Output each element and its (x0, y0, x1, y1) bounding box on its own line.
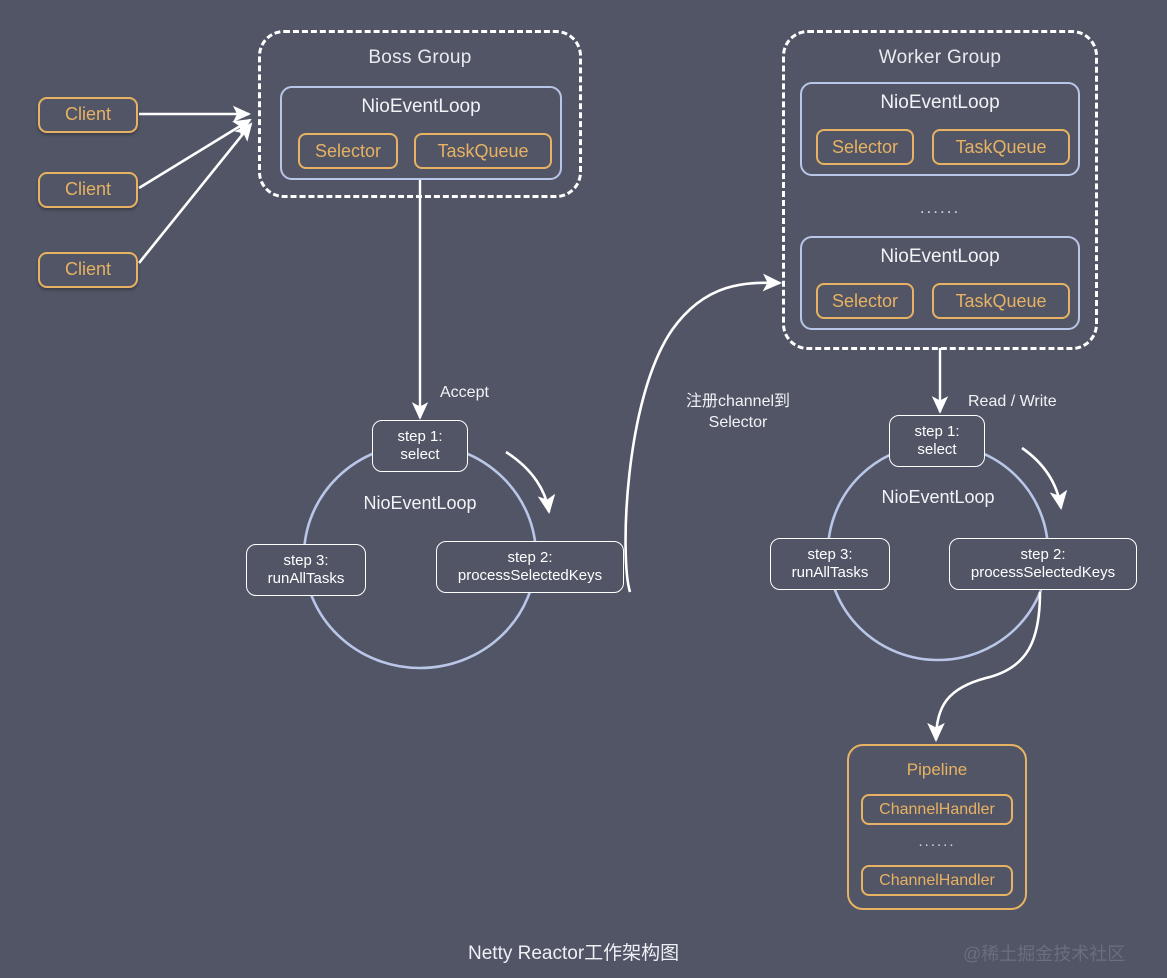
boss-step-2-box[interactable]: step 2: processSelectedKeys (436, 541, 624, 593)
boss-taskqueue-label: TaskQueue (437, 140, 529, 161)
client-label: Client (64, 179, 112, 200)
pipeline-title: Pipeline (906, 760, 968, 779)
worker-selector-label: Selector (831, 136, 899, 157)
accept-label: Accept (440, 383, 550, 404)
boss-step-3-line1: step 3: (283, 552, 329, 570)
boss-step-1-box[interactable]: step 1: select (372, 420, 468, 472)
boss-selector-label: Selector (314, 140, 382, 161)
boss-step-3-box[interactable]: step 3: runAllTasks (246, 544, 366, 596)
boss-event-loop-title: NioEventLoop (361, 96, 481, 117)
client-label: Client (64, 259, 112, 280)
worker-step-3-line1: step 3: (807, 546, 853, 564)
worker-step-1-box[interactable]: step 1: select (889, 415, 985, 467)
worker-selector-label: Selector (831, 290, 899, 311)
worker-group-ellipsis-label: ...... (919, 198, 961, 217)
client-label: Client (64, 104, 112, 125)
read-write-label: Read / Write (968, 392, 1118, 413)
worker-step-3-line2: runAllTasks (791, 564, 869, 581)
pipeline-ellipsis-label: ...... (918, 833, 956, 850)
worker-step-1-line2: select (917, 441, 957, 458)
boss-taskqueue-chip[interactable]: TaskQueue (414, 133, 552, 169)
worker-event-loop-box-2[interactable]: NioEventLoop (800, 236, 1080, 330)
watermark-text: @稀土掘金技术社区 (963, 944, 1126, 964)
boss-group-title: Boss Group (368, 47, 472, 68)
boss-loop-center-label: NioEventLoop (300, 493, 540, 514)
watermark: @稀土掘金技术社区 (963, 940, 1125, 966)
channel-handler-chip-2[interactable]: ChannelHandler (861, 865, 1013, 896)
diagram-caption: Netty Reactor工作架构图 (468, 938, 679, 965)
client-box-2[interactable]: Client (38, 172, 138, 208)
worker-taskqueue-label: TaskQueue (955, 136, 1047, 157)
client-to-boss-arrows (137, 105, 253, 264)
boss-selector-chip[interactable]: Selector (298, 133, 398, 169)
worker-step-2-line1: step 2: (1020, 546, 1066, 564)
boss-event-loop-box[interactable]: NioEventLoop (280, 86, 562, 180)
worker-step-2-line2: processSelectedKeys (970, 564, 1116, 581)
worker-event-loop-title: NioEventLoop (880, 92, 1000, 113)
boss-step-1-line1: step 1: (397, 428, 443, 446)
worker-step-1-line1: step 1: (914, 423, 960, 441)
channel-handler-label: ChannelHandler (879, 871, 995, 889)
register-channel-arrow (624, 273, 783, 593)
worker-group-container: Worker Group (782, 30, 1098, 350)
boss-step-3-line2: runAllTasks (267, 570, 345, 587)
client-box-1[interactable]: Client (38, 97, 138, 133)
worker-step-3-box[interactable]: step 3: runAllTasks (770, 538, 890, 590)
pipeline-container[interactable]: Pipeline (847, 744, 1027, 910)
register-channel-label: 注册channel到 Selector (648, 392, 828, 434)
worker-taskqueue-chip-2[interactable]: TaskQueue (932, 283, 1070, 319)
worker-taskqueue-label: TaskQueue (955, 290, 1047, 311)
channel-handler-chip-1[interactable]: ChannelHandler (861, 794, 1013, 825)
worker-loop-center-text: NioEventLoop (881, 487, 995, 507)
boss-loop-center-text: NioEventLoop (363, 493, 477, 513)
worker-step-2-box[interactable]: step 2: processSelectedKeys (949, 538, 1137, 590)
client-box-3[interactable]: Client (38, 252, 138, 288)
boss-step-2-line2: processSelectedKeys (457, 567, 603, 584)
boss-group-container: Boss Group (258, 30, 582, 198)
worker-loop-center-label: NioEventLoop (818, 487, 1058, 508)
worker-group-ellipsis: ...... (860, 198, 1020, 218)
pipeline-arrow (927, 591, 1042, 743)
worker-taskqueue-chip-1[interactable]: TaskQueue (932, 129, 1070, 165)
pipeline-ellipsis: ...... (861, 833, 1013, 850)
accept-label-text: Accept (440, 384, 489, 401)
boss-step-2-line1: step 2: (507, 549, 553, 567)
boss-step-1-line2: select (400, 446, 440, 463)
register-channel-line1: 注册channel到 (685, 393, 791, 410)
worker-event-loop-title: NioEventLoop (880, 246, 1000, 267)
channel-handler-label: ChannelHandler (879, 800, 995, 818)
worker-event-loop-box-1[interactable]: NioEventLoop (800, 82, 1080, 176)
diagram-caption-text: Netty Reactor工作架构图 (468, 943, 680, 964)
read-write-label-text: Read / Write (968, 393, 1057, 410)
register-channel-line2: Selector (708, 413, 768, 431)
worker-group-title: Worker Group (878, 47, 1002, 68)
worker-selector-chip-2[interactable]: Selector (816, 283, 914, 319)
worker-selector-chip-1[interactable]: Selector (816, 129, 914, 165)
